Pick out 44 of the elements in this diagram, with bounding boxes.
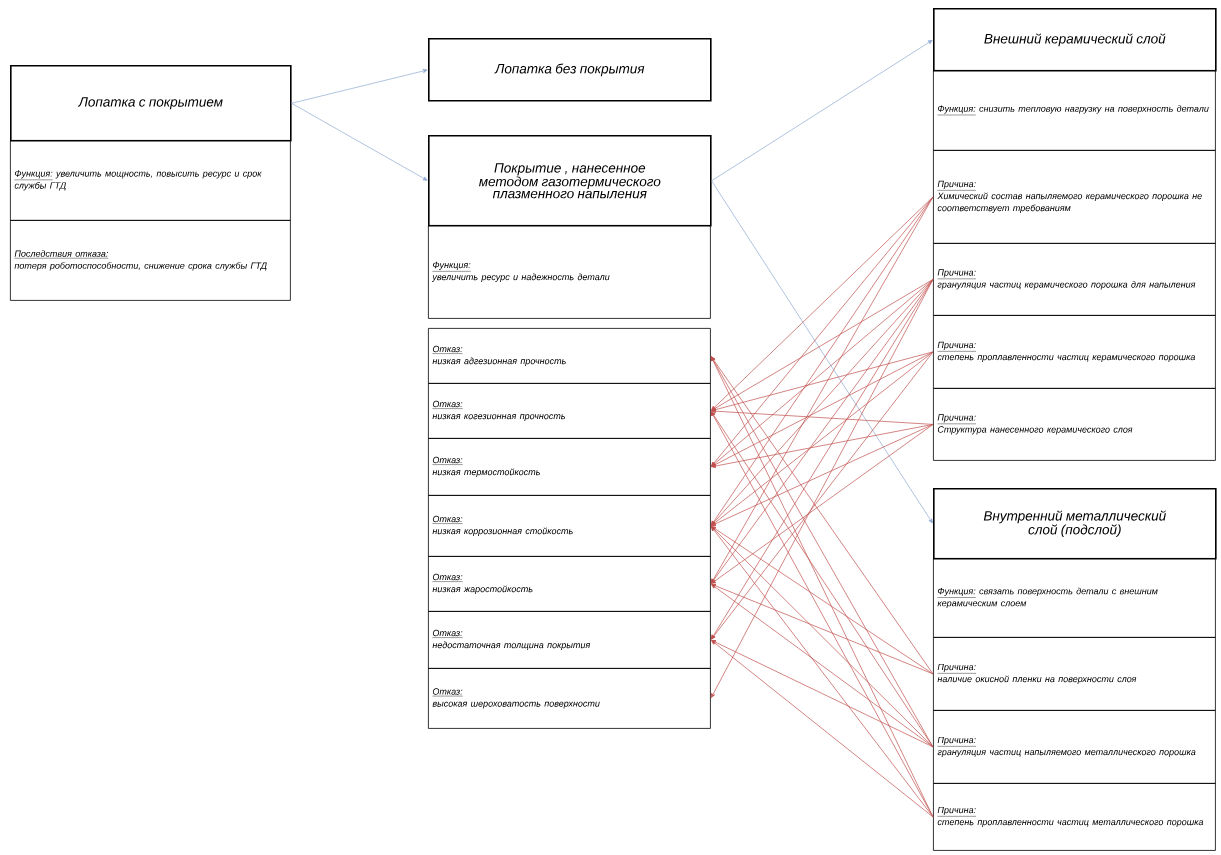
text-box: Отказ: низкая коррозионная стойкость bbox=[428, 495, 711, 557]
heading-box: Внутренний металлический слой (подслой) bbox=[933, 488, 1217, 560]
text-box: Отказ: низкая когезионная прочность bbox=[428, 383, 711, 439]
arrow bbox=[711, 196, 934, 467]
text-box: Причина: Химический состав напыляемого керамического порошка не соответствует требованиям bbox=[933, 150, 1216, 244]
text-box: Функция: снизить тепловую нагрузку на поверхность детали bbox=[933, 70, 1216, 151]
text-box: Отказ: низкая жаростойкость bbox=[428, 556, 711, 612]
arrow bbox=[711, 424, 934, 468]
text-box: Последствия отказа: потеря роботоспособности, снижение срока службы ГТД bbox=[10, 220, 291, 301]
arrow bbox=[711, 526, 934, 818]
text-box: Функция: увеличить ресурс и надежность детали bbox=[428, 225, 711, 319]
arrow bbox=[711, 279, 934, 584]
arrow bbox=[711, 351, 934, 526]
arrow bbox=[291, 102, 428, 181]
arrow bbox=[711, 424, 934, 584]
arrow bbox=[711, 39, 933, 182]
arrow bbox=[711, 583, 934, 675]
arrow bbox=[711, 526, 934, 748]
arrow bbox=[711, 351, 934, 467]
text-box: Отказ: низкая термостойкость bbox=[428, 438, 711, 496]
arrow bbox=[291, 69, 428, 104]
arrow bbox=[711, 196, 934, 411]
text-box: Причина: степень проплавленности частиц керамического порошка bbox=[933, 315, 1216, 389]
heading-box: Лопатка без покрытия bbox=[428, 38, 712, 102]
text-box: Отказ: высокая шероховатость поверхности bbox=[428, 668, 711, 729]
text-box: Причина: наличие окисной пленки на поверхности слоя bbox=[933, 637, 1216, 711]
text-box: Причина: грануляция частиц керамического порошка для напыления bbox=[933, 243, 1216, 316]
arrow bbox=[711, 639, 934, 748]
arrow bbox=[711, 640, 934, 818]
heading-box: Внешний керамический слой bbox=[933, 8, 1217, 72]
arrow bbox=[711, 424, 934, 526]
text-box: Причина: грануляция частиц напыляемого металлического порошка bbox=[933, 710, 1216, 784]
arrow bbox=[711, 279, 934, 526]
arrow bbox=[711, 279, 934, 411]
text-box: Функция: увеличить мощность, повысить ресурс и срок службы ГТД bbox=[10, 140, 291, 221]
heading-box: Покрытие , нанесенное методом газотермического плазменного напыления bbox=[428, 135, 712, 227]
text-box: Причина: степень проплавленности частиц металлического порошка bbox=[933, 783, 1216, 851]
text-box: Функция: связать поверхность детали с внешним керамическим слоем bbox=[933, 558, 1216, 638]
text-box: Отказ: недостаточная толщина покрытия bbox=[428, 611, 711, 669]
heading-box: Лопатка с покрытием bbox=[10, 65, 292, 142]
arrow bbox=[711, 584, 934, 748]
text-box: Отказ: низкая адгезионная прочность bbox=[428, 328, 711, 384]
arrow bbox=[711, 526, 934, 675]
text-box: Причина: Структура нанесенного керамического слоя bbox=[933, 388, 1216, 461]
